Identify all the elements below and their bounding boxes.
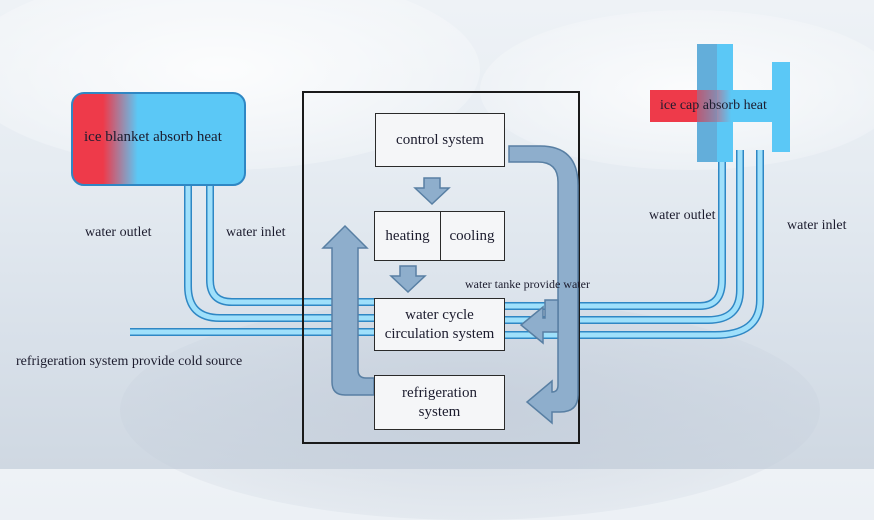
water-cycle-box: water cycle circulation system (374, 298, 505, 351)
down-arrow-1 (413, 177, 451, 206)
ice-cap-label: ice cap absorb heat (660, 98, 767, 113)
return-loop-arrow (321, 224, 375, 396)
left-inner-pipe (206, 183, 375, 306)
cooling-label: cooling (449, 227, 495, 244)
ice-blanket-pad (71, 92, 246, 186)
left-water-inlet-label: water inlet (226, 225, 286, 240)
ice-blanket-label: ice blanket absorb heat (84, 129, 222, 145)
ice-cap-shape (650, 44, 790, 162)
right-mid-pipe (505, 150, 744, 324)
heating-label: heating (385, 227, 430, 244)
right-outer-pipe (505, 150, 764, 339)
control-system-box: control system (375, 113, 505, 167)
refrigeration-box: refrigeration system (374, 375, 505, 430)
main-frame (302, 91, 580, 444)
right-water-inlet-label: water inlet (787, 218, 847, 233)
left-outer-pipe (184, 183, 375, 322)
control-feed-arrow (508, 145, 579, 425)
water-tank-label: water tanke provide water (465, 277, 590, 291)
water-cycle-label-line1: water cycle (405, 306, 474, 323)
system-diagram (71, 44, 790, 444)
refrigeration-label-line2: system (418, 403, 461, 420)
heating-cooling-box: heating cooling (374, 211, 505, 261)
cooling-cell: cooling (441, 212, 503, 260)
water-tank-arrow (519, 299, 559, 345)
pipe-network (130, 150, 764, 339)
right-water-outlet-label: water outlet (649, 208, 716, 223)
left-water-outlet-label: water outlet (85, 225, 152, 240)
refrigeration-cold-source-label: refrigeration system provide cold source (16, 354, 243, 369)
down-arrow-2 (389, 265, 427, 294)
right-inner-pipe (505, 150, 726, 310)
refrigeration-label-line1: refrigeration (402, 384, 477, 401)
control-system-label: control system (396, 131, 484, 148)
water-cycle-label-line2: circulation system (384, 325, 495, 342)
heating-cell: heating (375, 212, 441, 260)
